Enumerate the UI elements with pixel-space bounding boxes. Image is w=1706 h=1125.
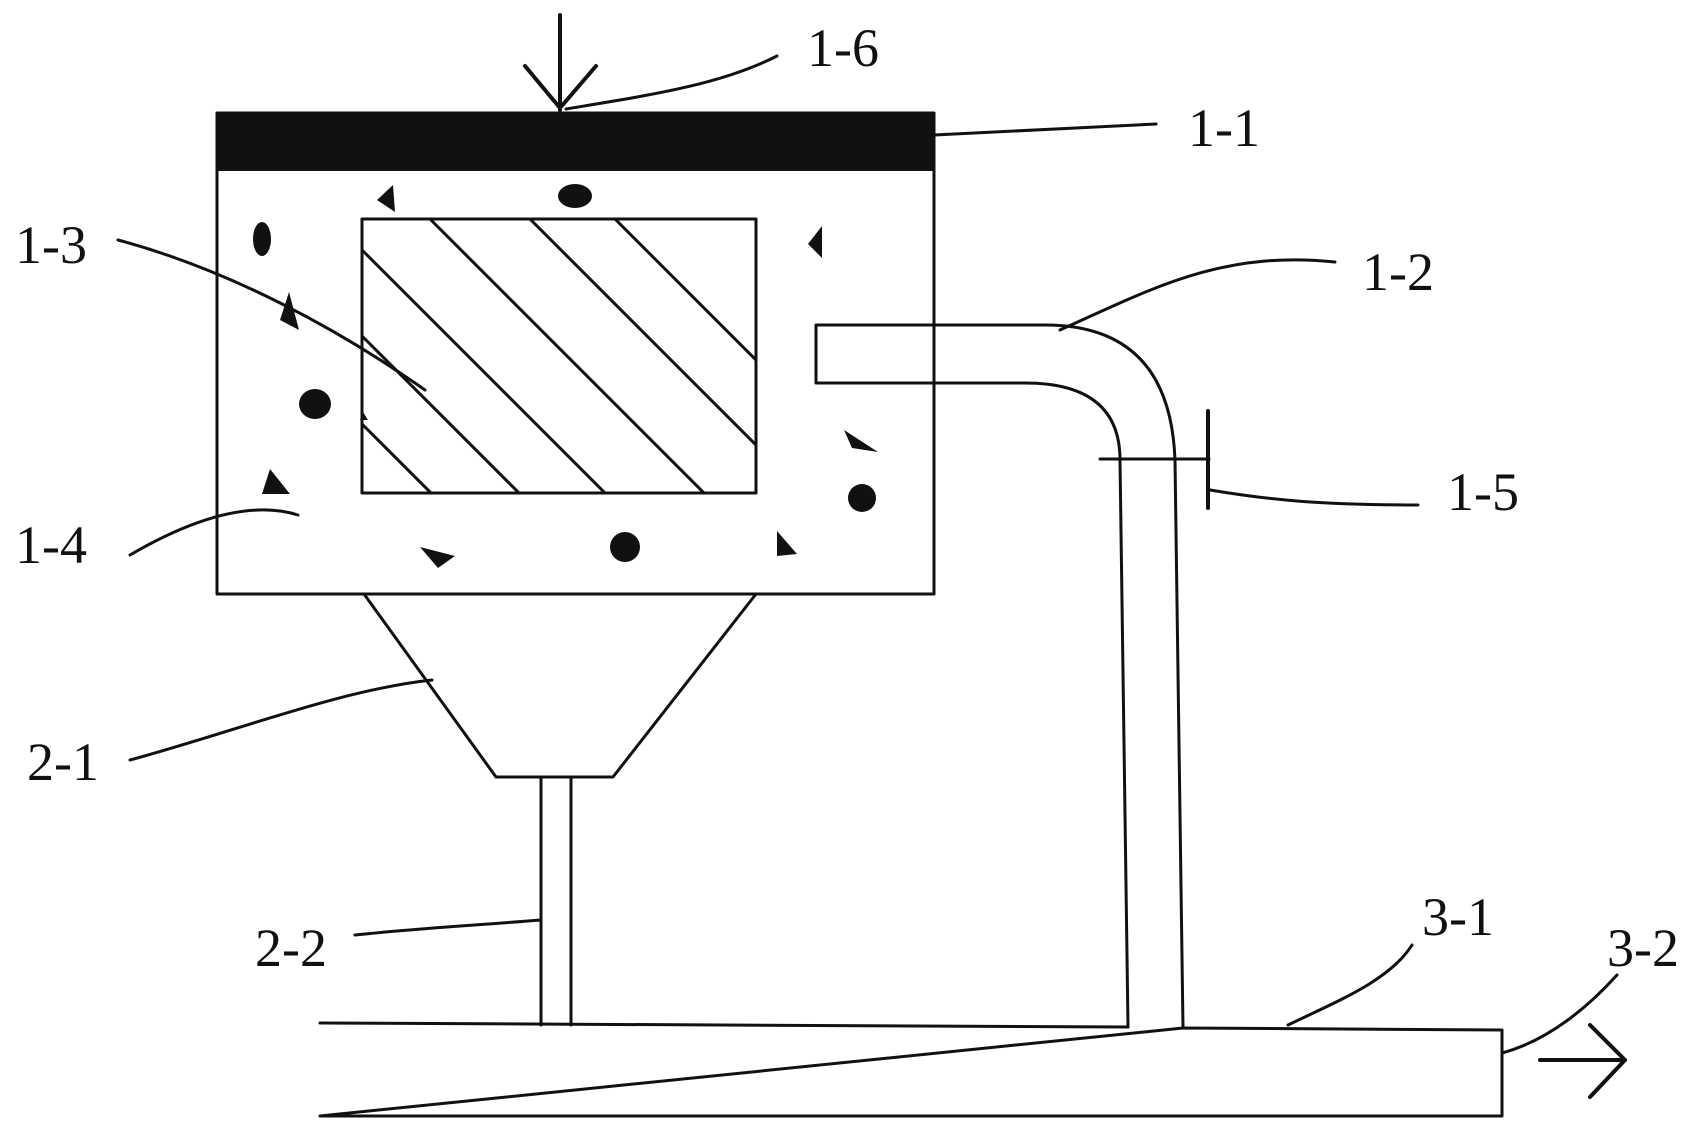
hatch-lines <box>362 219 756 493</box>
outlet-arrow <box>1538 1023 1627 1099</box>
specimen-block <box>360 217 758 495</box>
valve <box>1098 409 1211 510</box>
label-1-1: 1-1 <box>1188 98 1260 158</box>
label-3-1: 3-1 <box>1422 887 1494 947</box>
container-body <box>215 111 936 596</box>
label-1-4: 1-4 <box>15 515 87 575</box>
overflow-pipe <box>814 323 1185 1030</box>
label-3-2: 3-2 <box>1607 918 1679 978</box>
label-1-3: 1-3 <box>15 215 87 275</box>
lid-plate <box>217 113 934 171</box>
label-2-2: 2-2 <box>255 918 327 978</box>
input-arrow <box>523 13 598 112</box>
funnel <box>362 592 758 779</box>
drain-pipe <box>539 775 573 1027</box>
label-2-1: 2-1 <box>27 732 99 792</box>
label-1-2: 1-2 <box>1362 242 1434 302</box>
leader-lines <box>116 54 1619 1055</box>
label-1-5: 1-5 <box>1447 462 1519 522</box>
particles <box>253 184 878 568</box>
collection-trough <box>318 1021 1504 1118</box>
label-1-6: 1-6 <box>807 18 879 78</box>
